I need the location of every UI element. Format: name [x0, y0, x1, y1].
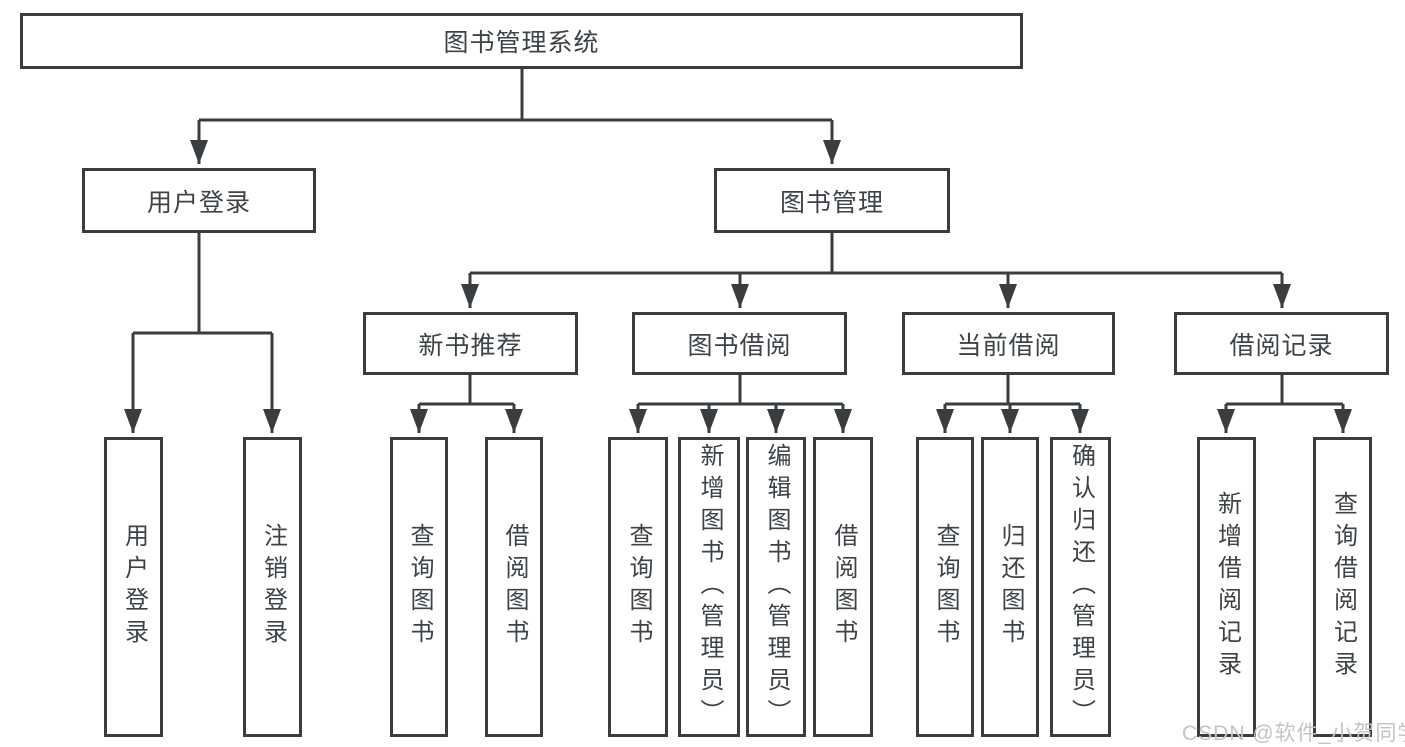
leaf-borrow-borrow-label: 借阅图书	[830, 523, 857, 651]
node-user-login-label: 用户登录	[146, 188, 251, 217]
connector-book-mgmt	[470, 233, 1282, 275]
leaf-logout-label: 注销登录	[259, 523, 287, 651]
node-current-borrow-label: 当前借阅	[956, 331, 1061, 360]
node-book-borrow: 图书借阅	[632, 312, 847, 375]
connector-borrow	[638, 375, 843, 406]
node-user-login: 用户登录	[82, 168, 316, 233]
leaf-borrow-add-admin: 新增图书（管理员）	[678, 437, 740, 737]
connector-record	[1226, 375, 1343, 406]
node-new-book-recommend: 新书推荐	[363, 312, 578, 375]
leaf-logout: 注销登录	[243, 437, 302, 737]
node-borrow-record-label: 借阅记录	[1229, 331, 1334, 360]
leaf-record-add-label: 新增借阅记录	[1213, 491, 1241, 683]
node-new-book-recommend-label: 新书推荐	[418, 331, 523, 360]
connector-root	[199, 69, 832, 122]
leaf-borrow-edit-admin-label: 编辑图书（管理员）	[763, 443, 790, 731]
leaf-current-query-label: 查询图书	[932, 523, 959, 651]
connector-current	[945, 375, 1080, 406]
leaf-current-return: 归还图书	[981, 437, 1039, 737]
leaf-current-confirm-admin-label: 确认归还（管理员）	[1067, 443, 1095, 731]
node-borrow-record: 借阅记录	[1174, 312, 1389, 375]
leaf-current-return-label: 归还图书	[997, 523, 1024, 651]
connector-login	[133, 233, 272, 335]
leaf-newbook-borrow: 借阅图书	[485, 437, 543, 737]
node-root-label: 图书管理系统	[443, 29, 600, 57]
leaf-borrow-add-admin-label: 新增图书（管理员）	[696, 443, 723, 731]
leaf-borrow-query-label: 查询图书	[625, 523, 652, 651]
leaf-newbook-borrow-label: 借阅图书	[501, 523, 528, 651]
leaf-newbook-query: 查询图书	[390, 437, 448, 737]
leaf-current-confirm-admin: 确认归还（管理员）	[1050, 437, 1111, 737]
leaf-borrow-edit-admin: 编辑图书（管理员）	[746, 437, 806, 737]
leaf-newbook-query-label: 查询图书	[406, 523, 433, 651]
node-book-management-label: 图书管理	[779, 188, 884, 217]
node-root: 图书管理系统	[20, 13, 1023, 69]
leaf-user-login-label: 用户登录	[120, 523, 148, 651]
leaf-record-query-label: 查询借阅记录	[1329, 491, 1357, 683]
leaf-record-query: 查询借阅记录	[1313, 437, 1372, 737]
csdn-watermark: CSDN @软件_小贺同学	[1182, 722, 1405, 745]
leaf-borrow-query: 查询图书	[608, 437, 668, 737]
node-book-management: 图书管理	[714, 168, 950, 233]
leaf-current-query: 查询图书	[916, 437, 974, 737]
node-current-borrow: 当前借阅	[902, 312, 1115, 375]
leaf-user-login: 用户登录	[104, 437, 163, 737]
leaf-borrow-borrow: 借阅图书	[813, 437, 873, 737]
node-book-borrow-label: 图书借阅	[687, 331, 792, 360]
connector-newbook	[419, 375, 514, 406]
leaf-record-add: 新增借阅记录	[1197, 437, 1256, 737]
